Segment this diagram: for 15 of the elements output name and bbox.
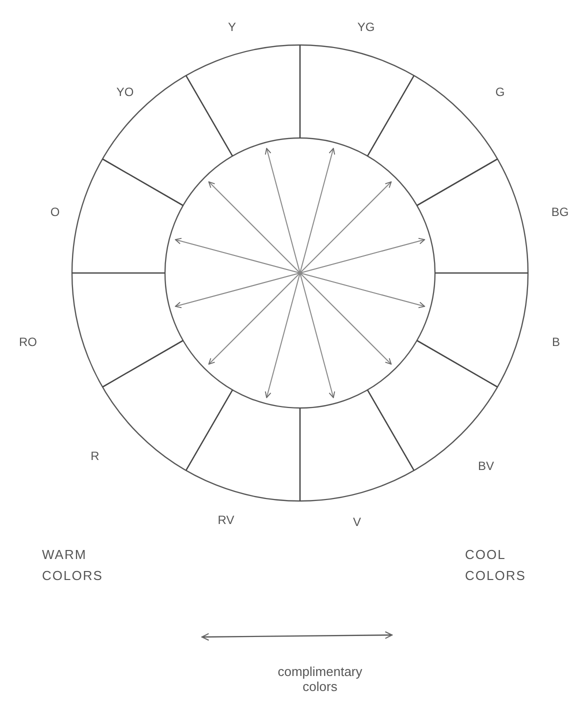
color-label: YO — [116, 85, 134, 99]
color-label: RO — [19, 335, 37, 349]
color-label: YG — [357, 20, 375, 34]
color-label: R — [90, 449, 100, 463]
color-label: BV — [478, 459, 494, 473]
color-label: RV — [218, 513, 234, 527]
color-label: Y — [228, 20, 236, 34]
color-label: G — [495, 85, 505, 99]
legend-label: complimentary colors — [276, 664, 364, 694]
group-label: WARM COLORS — [42, 546, 104, 585]
color-label: O — [50, 205, 60, 219]
color-label: BG — [551, 205, 569, 219]
color-label: V — [353, 515, 361, 529]
color-label: B — [552, 335, 560, 349]
group-label: COOL COLORS — [465, 546, 527, 585]
